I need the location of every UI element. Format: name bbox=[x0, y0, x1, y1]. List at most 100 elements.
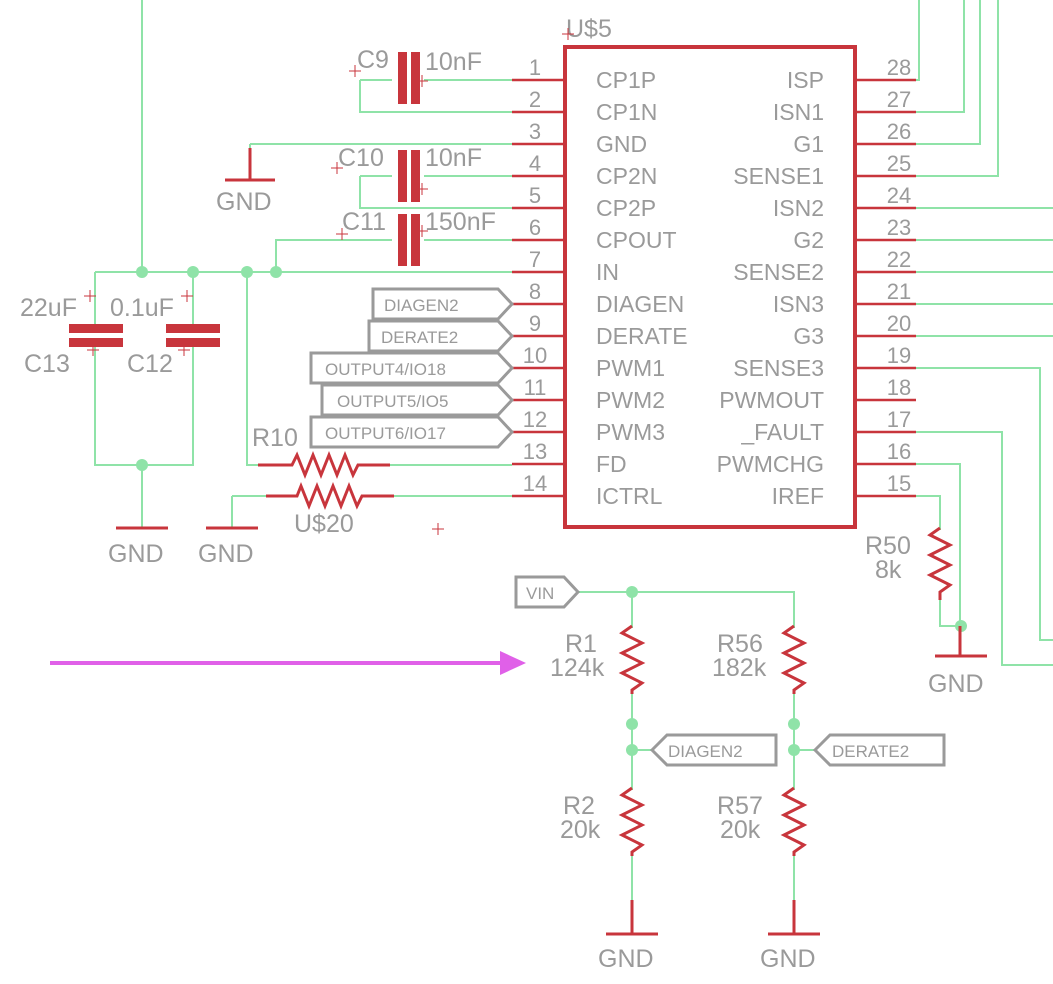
capacitor-c9[interactable]: C9 10nF bbox=[357, 46, 482, 104]
pin-number: 11 bbox=[524, 375, 547, 400]
capacitor-c10[interactable]: C10 10nF bbox=[338, 144, 482, 202]
junction-dot bbox=[788, 718, 800, 730]
r57-ref: R57 bbox=[717, 792, 763, 820]
net-flag-derate2[interactable]: DERATE2 bbox=[367, 319, 515, 353]
u20-ref: U$20 bbox=[294, 510, 354, 538]
pin-name: GND bbox=[596, 131, 647, 157]
pin-name: PWM1 bbox=[596, 355, 665, 381]
ic-pin-25[interactable]: 25 SENSE1 bbox=[733, 151, 916, 189]
pin-name: CP2N bbox=[596, 163, 657, 189]
junction-dot bbox=[788, 744, 800, 756]
resistor-r1[interactable]: R1 124k bbox=[550, 624, 646, 694]
pin-number: 5 bbox=[529, 183, 541, 208]
net-flag-derate2-b[interactable]: DERATE2 bbox=[812, 733, 946, 767]
capacitor-c12[interactable]: 0.1uF C12 bbox=[110, 294, 220, 378]
net-flag-output4[interactable]: OUTPUT4/IO18 bbox=[309, 351, 515, 385]
ic-pin-6[interactable]: 6 CPOUT bbox=[512, 215, 677, 253]
junction-dot bbox=[136, 266, 148, 278]
ic-pin-18[interactable]: 18 PWMOUT bbox=[719, 375, 916, 413]
pin-number: 27 bbox=[887, 87, 911, 112]
gnd-symbol-ictrl[interactable]: GND bbox=[198, 526, 258, 568]
net-flag-vin[interactable]: VIN bbox=[514, 575, 581, 609]
pin-name: CPOUT bbox=[596, 227, 677, 253]
junctions bbox=[136, 266, 967, 756]
pin-name: SENSE1 bbox=[733, 163, 824, 189]
pin-name: DIAGEN bbox=[596, 291, 684, 317]
ic-body bbox=[563, 45, 857, 529]
resistor-r57[interactable]: R57 20k bbox=[717, 786, 808, 856]
ic-pin-17[interactable]: 17_FAULT bbox=[740, 407, 916, 445]
pin-number: 10 bbox=[523, 343, 547, 368]
pin-number: 22 bbox=[887, 247, 911, 272]
pin-number: 23 bbox=[887, 215, 911, 240]
gnd-symbol-r50[interactable]: GND bbox=[928, 626, 987, 698]
pin-name: PWM3 bbox=[596, 419, 665, 445]
pin-name: ISN3 bbox=[773, 291, 824, 317]
net-flag-output5[interactable]: OUTPUT5/IO5 bbox=[320, 383, 515, 417]
junction-dot bbox=[626, 744, 638, 756]
capacitor-c11[interactable]: C11 150nF bbox=[342, 208, 496, 266]
pin-number: 16 bbox=[887, 439, 911, 464]
pin-name: CP1P bbox=[596, 67, 656, 93]
ic-pin-10[interactable]: 10 PWM1 bbox=[512, 343, 665, 381]
ic-pin-12[interactable]: 12 PWM3 bbox=[512, 407, 665, 445]
pin-name: G3 bbox=[793, 323, 824, 349]
pin-number: 25 bbox=[887, 151, 911, 176]
r57-value: 20k bbox=[720, 816, 761, 844]
net-flag-output6[interactable]: OUTPUT6/IO17 bbox=[309, 415, 515, 449]
gnd-label: GND bbox=[760, 945, 816, 973]
pin-number: 12 bbox=[523, 407, 547, 432]
pin-name: ISN2 bbox=[773, 195, 824, 221]
ic-pin-24[interactable]: 24 ISN2 bbox=[773, 183, 916, 221]
pin-name: CP1N bbox=[596, 99, 657, 125]
gnd-symbol-r57[interactable]: GND bbox=[760, 900, 820, 973]
pin-number: 6 bbox=[529, 215, 541, 240]
flag-label: OUTPUT4/IO18 bbox=[325, 360, 446, 379]
pin-number: 19 bbox=[887, 343, 911, 368]
flag-label: VIN bbox=[526, 584, 554, 603]
resistor-r2[interactable]: R2 20k bbox=[560, 786, 646, 856]
c9-value: 10nF bbox=[425, 48, 482, 76]
gnd-symbol-top[interactable]: GND bbox=[216, 148, 275, 216]
pin-number: 24 bbox=[887, 183, 911, 208]
c10-ref: C10 bbox=[338, 144, 384, 172]
resistor-u20[interactable]: U$20 bbox=[266, 481, 444, 538]
annotation-arrow bbox=[50, 651, 526, 675]
resistor-r50[interactable]: R50 8k bbox=[865, 526, 954, 600]
pin-number: 26 bbox=[887, 119, 911, 144]
c12-value: 0.1uF bbox=[110, 294, 174, 322]
pin-number: 18 bbox=[887, 375, 911, 400]
net-flag-diagen2[interactable]: DIAGEN2 bbox=[371, 287, 515, 321]
r56-value: 182k bbox=[712, 654, 767, 682]
resistor-r56[interactable]: R56 182k bbox=[712, 624, 808, 694]
pin-number: 17 bbox=[887, 407, 911, 432]
capacitor-c13[interactable]: 22uF C13 bbox=[20, 294, 123, 378]
gnd-symbol-r2[interactable]: GND bbox=[598, 900, 658, 973]
net-flag-diagen2-b[interactable]: DIAGEN2 bbox=[649, 733, 778, 767]
pin-name: PWMOUT bbox=[719, 387, 824, 413]
gnd-symbol-caps[interactable]: GND bbox=[108, 526, 168, 568]
